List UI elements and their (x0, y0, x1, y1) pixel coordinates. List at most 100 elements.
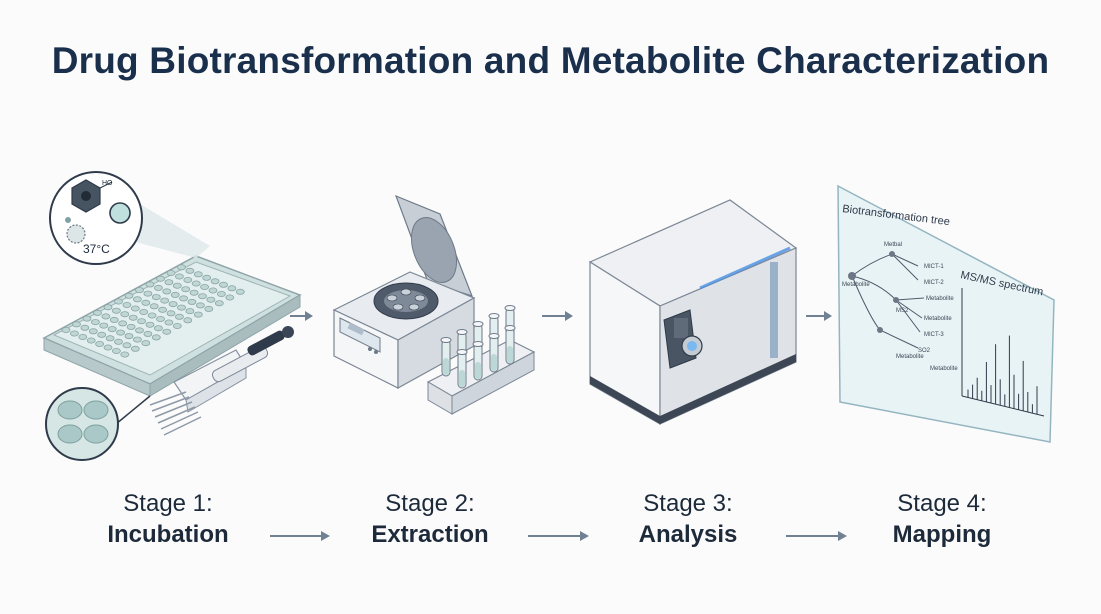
tree-node-label: Metbal (884, 242, 902, 248)
well (206, 296, 216, 303)
well (160, 297, 170, 304)
well (97, 331, 107, 338)
well (99, 322, 109, 329)
well (122, 301, 132, 308)
well (153, 284, 163, 291)
well (170, 291, 180, 298)
well (105, 335, 115, 342)
well (185, 308, 195, 315)
hydroxyl-label: HO (102, 180, 113, 187)
well (172, 322, 182, 329)
well (139, 308, 149, 315)
tree-node-label: Metabolite (896, 354, 924, 360)
page-title: Drug Biotransformation and Metabolite Ch… (51, 40, 1050, 81)
well (195, 302, 205, 309)
well (168, 301, 178, 308)
well (210, 278, 220, 285)
well (103, 304, 113, 311)
well (135, 287, 144, 294)
well (151, 294, 161, 301)
well-closeup-inset (45, 387, 151, 461)
well (143, 330, 153, 337)
well (151, 334, 161, 341)
tree-node-label: Metabolite (930, 366, 958, 372)
test-tube (488, 333, 500, 373)
well (70, 330, 79, 337)
well (183, 317, 193, 324)
well (235, 288, 245, 295)
stage-3-label: Stage 3: Analysis (578, 488, 798, 550)
well (153, 325, 163, 332)
well (187, 298, 197, 305)
well (179, 295, 189, 302)
well (202, 274, 212, 281)
stage-2-label: Stage 2: Extraction (320, 488, 540, 550)
well (91, 319, 100, 326)
well (227, 285, 237, 292)
incubation-illustration (42, 171, 302, 461)
well (61, 326, 71, 333)
test-tube (504, 325, 516, 365)
test-tube (472, 341, 484, 381)
well (166, 310, 176, 317)
well (219, 281, 228, 288)
tree-node-label: Metabolite (842, 282, 870, 288)
well (177, 304, 186, 311)
well (101, 313, 111, 320)
multichannel-pipette (149, 326, 294, 436)
well (122, 342, 132, 349)
well (193, 311, 203, 318)
well (164, 279, 174, 286)
well (130, 345, 140, 352)
test-tube (456, 349, 468, 389)
extraction-illustration (332, 194, 536, 415)
well (112, 307, 121, 314)
test-tube (440, 337, 452, 377)
tree-node-label: MS2 (896, 308, 909, 314)
well (174, 313, 184, 320)
well (156, 275, 165, 282)
stage-1-number: Stage 1: (123, 490, 213, 517)
well (88, 328, 98, 335)
well (126, 323, 136, 330)
well (172, 282, 182, 289)
well (164, 319, 174, 326)
well (189, 289, 199, 296)
well (145, 281, 155, 288)
flow-arrows-labels (270, 531, 847, 541)
well (137, 318, 147, 325)
well (116, 329, 125, 336)
stage-3-name: Analysis (638, 521, 738, 548)
well (193, 271, 203, 278)
well (124, 292, 134, 299)
well (132, 296, 142, 303)
well (72, 321, 81, 328)
well (124, 333, 134, 340)
stage-3-number: Stage 3: (643, 490, 733, 517)
mapping-panel (837, 184, 1055, 443)
stage-4-number: Stage 4: (897, 490, 987, 517)
well (80, 324, 90, 331)
tree-node-label: MICT-1 (924, 264, 944, 270)
well (120, 311, 130, 318)
well (93, 309, 102, 316)
well (198, 293, 207, 300)
well (204, 305, 214, 312)
temperature-label: 37°C (83, 242, 110, 256)
stage-2-name: Extraction (371, 521, 489, 548)
tube-rack (426, 305, 536, 415)
tree-node-label: MICT-2 (924, 280, 944, 286)
well (109, 316, 119, 323)
stage-2-number: Stage 2: (385, 490, 475, 517)
well (158, 306, 168, 313)
well (191, 280, 201, 287)
well (114, 298, 123, 305)
tree-node-label: Metabolite (926, 296, 954, 302)
well (162, 288, 172, 295)
well (149, 303, 159, 310)
well (78, 333, 88, 340)
centrifuge (332, 194, 476, 390)
well (128, 314, 138, 321)
well (200, 283, 210, 290)
